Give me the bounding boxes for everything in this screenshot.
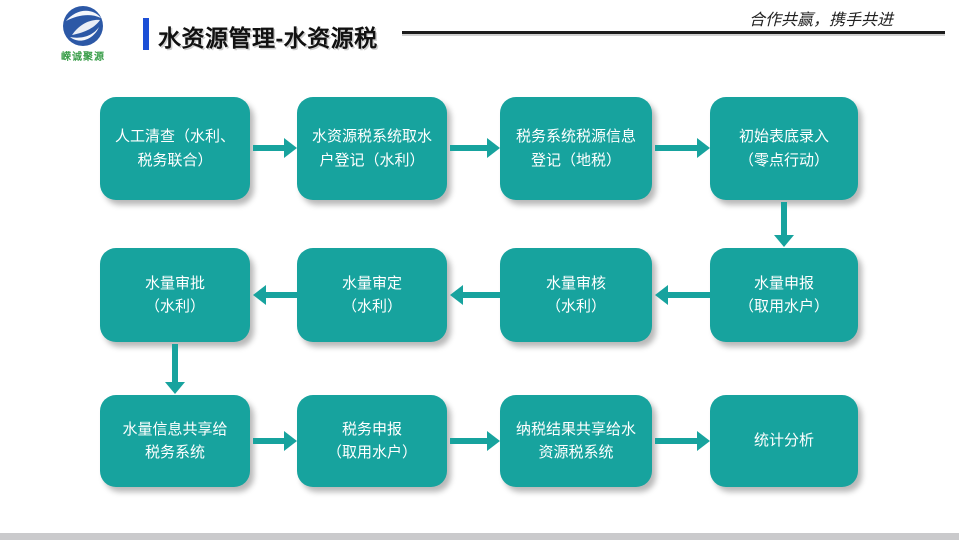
slogan-text: 合作共赢，携手共进	[748, 12, 893, 29]
arrow-right-icon	[655, 138, 710, 158]
flow-node-manual-survey: 人工清查（水利、 税务联合）	[100, 97, 250, 200]
arrow-right-icon	[450, 431, 500, 451]
page-title: 水资源管理-水资源税	[158, 25, 378, 51]
arrow-down-icon	[165, 344, 185, 394]
flow-node-label: 水量审批 （水利）	[144, 274, 205, 315]
arrow-right-icon	[253, 431, 297, 451]
flow-node-label: 水资源税系统取水 户登记（水利）	[311, 128, 432, 169]
flow-node-label: 人工清查（水利、 税务联合）	[114, 128, 235, 169]
flow-node-label: 水量信息共享给 税务系统	[122, 420, 228, 461]
flow-node-share-volume-to-tax-system: 水量信息共享给 税务系统	[100, 395, 250, 487]
flow-node-water-volume-determination: 水量审定 （水利）	[297, 248, 447, 342]
company-logo: 嵘诚聚源	[48, 5, 118, 63]
flow-node-label: 统计分析	[753, 432, 814, 450]
header-divider-line	[402, 31, 945, 34]
flow-node-water-volume-declaration: 水量申报 （取用水户）	[710, 248, 858, 342]
company-logo-icon	[63, 6, 103, 46]
flow-node-label: 水量审核 （水利）	[545, 274, 606, 315]
footer-bar	[0, 533, 959, 540]
arrow-down-icon	[774, 202, 794, 247]
title-accent-bar	[143, 18, 149, 50]
arrow-right-icon	[655, 431, 710, 451]
flow-node-water-volume-review: 水量审核 （水利）	[500, 248, 652, 342]
arrow-right-icon	[253, 138, 297, 158]
flow-node-tax-declaration: 税务申报 （取用水户）	[297, 395, 447, 487]
flow-node-label: 水量申报 （取用水户）	[738, 274, 829, 315]
flow-node-tax-system-source-registration: 税务系统税源信息 登记（地税）	[500, 97, 652, 200]
arrow-right-icon	[450, 138, 500, 158]
flow-node-label: 纳税结果共享给水 资源税系统	[515, 420, 636, 461]
arrow-left-icon	[450, 285, 500, 305]
flow-node-label: 水量审定 （水利）	[341, 274, 402, 315]
flow-node-label: 税务申报 （取用水户）	[326, 420, 417, 461]
arrow-left-icon	[655, 285, 710, 305]
flow-node-label: 初始表底录入 （零点行动）	[738, 128, 829, 169]
flow-node-statistics-analysis: 统计分析	[710, 395, 858, 487]
flow-node-water-tax-system-registration: 水资源税系统取水 户登记（水利）	[297, 97, 447, 200]
flow-node-label: 税务系统税源信息 登记（地税）	[515, 128, 636, 169]
flow-node-initial-meter-entry: 初始表底录入 （零点行动）	[710, 97, 858, 200]
flow-node-share-tax-result: 纳税结果共享给水 资源税系统	[500, 395, 652, 487]
arrow-left-icon	[253, 285, 297, 305]
flow-node-water-volume-approval: 水量审批 （水利）	[100, 248, 250, 342]
company-logo-text: 嵘诚聚源	[61, 52, 105, 63]
